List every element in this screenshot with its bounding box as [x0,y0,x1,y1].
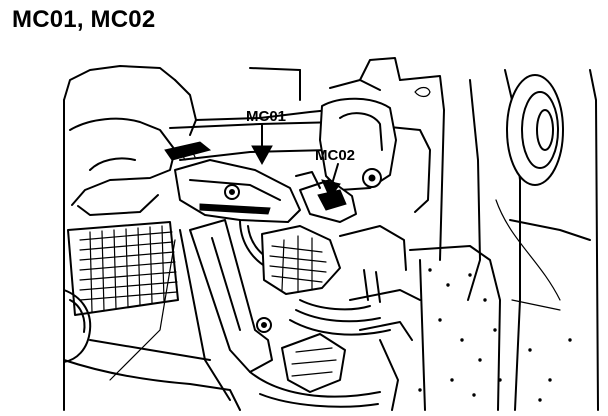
vent-grille [67,221,179,316]
illustration-outline [63,57,599,411]
callout-mc01: MC01 [246,108,286,166]
connector-mc01 [164,141,301,223]
page-title: MC01, MC02 [12,6,156,33]
callout-mc02-label: MC02 [315,147,355,164]
arrow-down-icon [251,145,273,166]
panel-speckle [418,268,572,402]
pedal-bracket [189,219,273,373]
lower-left-structure [63,229,241,411]
callout-mc02: MC02 [315,147,355,200]
connector-mc02 [295,171,357,223]
wiring-harness [239,219,421,411]
callout-mc01-label: MC01 [246,108,286,125]
arrow-down-icon [321,179,341,200]
